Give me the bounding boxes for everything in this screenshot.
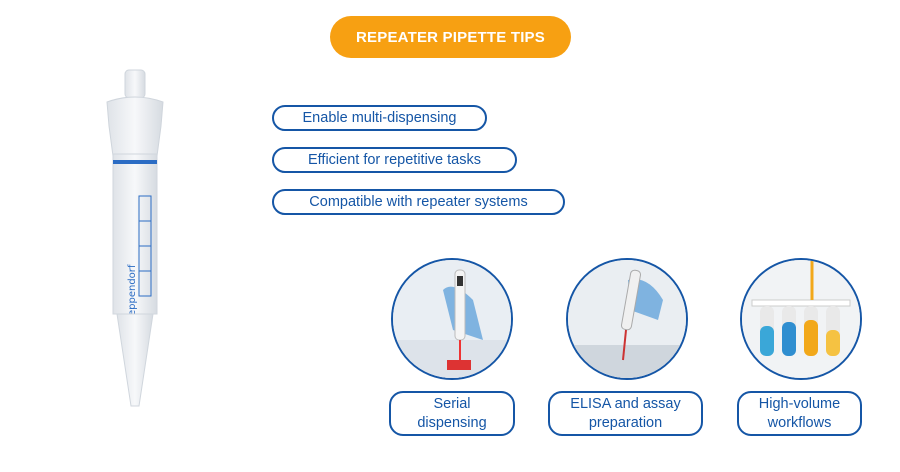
- application-serial-dispensing: Serial dispensing: [389, 391, 515, 436]
- feature-pill-compatibility: Compatible with repeater systems: [272, 189, 565, 215]
- repeater-pipette-tip-image: eppendorf: [95, 66, 175, 416]
- elisa-assay-photo: [566, 258, 688, 380]
- svg-text:eppendorf: eppendorf: [127, 264, 138, 316]
- test-tubes-photo: [740, 258, 862, 380]
- feature-pill-repetitive-tasks: Efficient for repetitive tasks: [272, 147, 517, 173]
- label-line: workflows: [767, 414, 832, 431]
- application-high-volume: High-volume workflows: [737, 391, 862, 436]
- feature-pill-multi-dispensing: Enable multi-dispensing: [272, 105, 487, 131]
- label-line: Serial: [433, 395, 471, 412]
- application-elisa-assay: ELISA and assay preparation: [548, 391, 703, 436]
- label-line: ELISA and assay: [570, 395, 681, 412]
- serial-dispensing-photo: [391, 258, 513, 380]
- label-line: dispensing: [417, 414, 487, 431]
- label-line: preparation: [588, 414, 663, 431]
- label-line: High-volume: [758, 395, 841, 412]
- section-title: REPEATER PIPETTE TIPS: [330, 16, 571, 58]
